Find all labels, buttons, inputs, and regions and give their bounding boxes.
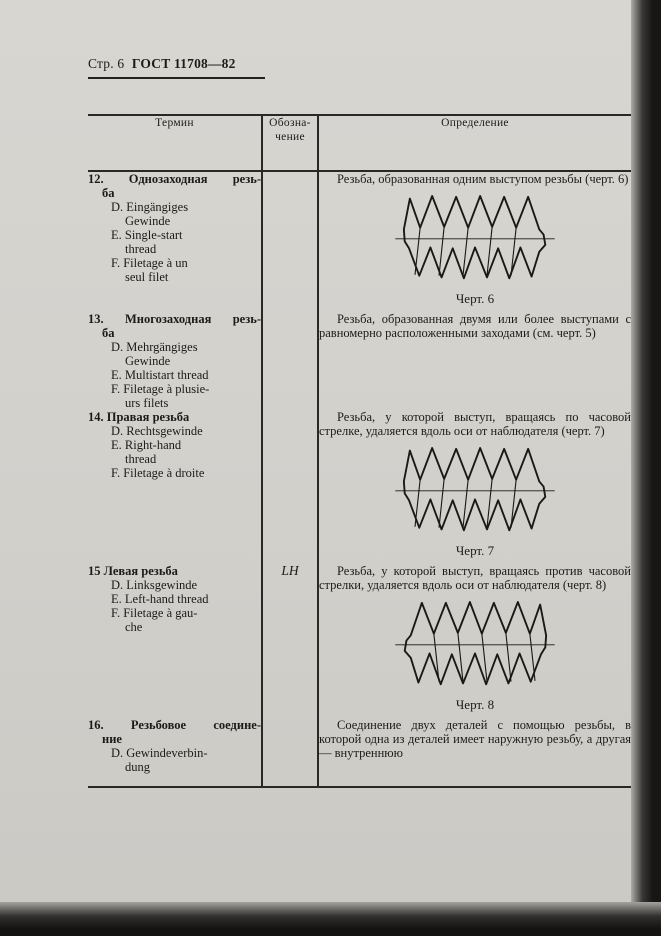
term-english-continued: thread xyxy=(125,452,157,466)
term-german: D. Eingängiges xyxy=(111,200,189,214)
definition-cell: Резьба, у которой выступ, вращаясь проти… xyxy=(318,564,631,718)
term-title: 16. Резьбовое соедине- xyxy=(88,718,261,732)
term-french-continued: che xyxy=(125,620,143,634)
definition-text: Резьба, у которой выступ, вращаясь проти… xyxy=(319,564,631,592)
term-french: F. Filetage à plusie- xyxy=(111,382,210,396)
term-german: D. Gewindeverbin- xyxy=(111,746,208,760)
column-header-term: Термин xyxy=(88,115,263,172)
term-english-continued: thread xyxy=(125,242,157,256)
term-german-continued: Gewinde xyxy=(125,214,171,228)
column-header-definition: Определение xyxy=(318,115,631,172)
term-title-continued: ние xyxy=(102,732,122,746)
term-cell: 15 Левая резьба D. Linksgewinde E. Left-… xyxy=(88,564,263,718)
standard-number: ГОСТ 11708—82 xyxy=(131,56,236,71)
definition-cell: Резьба, у которой выступ, вращаясь по ча… xyxy=(318,410,631,564)
figure-caption: Черт. 6 xyxy=(455,291,495,306)
definition-text: Резьба, у которой выступ, вращаясь по ча… xyxy=(319,410,631,438)
thread-profile-drawing xyxy=(394,195,556,280)
term-title: 15 Левая резьба xyxy=(88,564,178,578)
term-title: 12. Однозаходная резь- xyxy=(88,172,261,186)
term-title-continued: ба xyxy=(102,326,115,340)
designation-cell xyxy=(262,312,319,410)
term-german-continued: Gewinde xyxy=(125,354,171,368)
term-german: D. Linksgewinde xyxy=(111,578,198,592)
table-header-row: Термин Обозна- чение Определение xyxy=(88,115,631,172)
table-row-entry-14: 14. Правая резьба D. Rechtsgewinde E. Ri… xyxy=(88,410,631,564)
term-french: F. Filetage à un xyxy=(111,256,188,270)
term-english: E. Single-start xyxy=(111,228,183,242)
table-row-entry-12: 12. Однозаходная резь- ба D. Eingängiges… xyxy=(88,171,631,312)
term-french: F. Filetage à gau- xyxy=(111,606,198,620)
definition-text: Резьба, образованная двумя или более выс… xyxy=(319,312,631,340)
page-number: Стр. 6 xyxy=(88,56,125,71)
designation-cell xyxy=(262,410,319,564)
page-header: Стр. 6 ГОСТ 11708—82 xyxy=(88,56,265,79)
scan-edge-right xyxy=(631,0,661,936)
term-title: 13. Многозаходная резь- xyxy=(88,312,261,326)
definition-text: Соединение двух деталей с помощью резьбы… xyxy=(319,718,631,760)
term-french-continued: urs filets xyxy=(125,396,169,410)
designation-cell xyxy=(262,171,319,312)
definition-text: Резьба, образованная одним выступом резь… xyxy=(337,172,629,186)
designation-cell: LH xyxy=(262,564,319,718)
term-french: F. Filetage à droite xyxy=(111,466,205,480)
figure-caption: Черт. 7 xyxy=(455,543,495,558)
table-row-entry-15: 15 Левая резьба D. Linksgewinde E. Left-… xyxy=(88,564,631,718)
term-english: E. Right-hand xyxy=(111,438,182,452)
definition-cell: Резьба, образованная двумя или более выс… xyxy=(318,312,631,410)
designation-cell xyxy=(262,718,319,787)
column-header-designation: Обозна- чение xyxy=(262,115,319,172)
table-row-entry-16: 16. Резьбовое соедине- ние D. Gewindever… xyxy=(88,718,631,787)
term-english: E. Left-hand thread xyxy=(111,592,209,606)
term-title: 14. Правая резьба xyxy=(88,410,190,424)
designation-header-line1: Обозна- xyxy=(269,117,311,129)
term-german: D. Rechtsgewinde xyxy=(111,424,203,438)
figure-6: Черт. 6 xyxy=(385,190,565,306)
definition-cell: Соединение двух деталей с помощью резьбы… xyxy=(318,718,631,787)
term-german-continued: dung xyxy=(125,760,150,774)
term-english: E. Multistart thread xyxy=(111,368,209,382)
term-cell: 12. Однозаходная резь- ба D. Eingängiges… xyxy=(88,171,263,312)
figure-8: Черт. 8 xyxy=(385,596,565,712)
term-cell: 14. Правая резьба D. Rechtsgewinde E. Ri… xyxy=(88,410,263,564)
term-cell: 16. Резьбовое соедине- ние D. Gewindever… xyxy=(88,718,263,787)
term-french-continued: seul filet xyxy=(125,270,169,284)
designation-header-line2: чение xyxy=(275,131,305,143)
thread-profile-drawing xyxy=(394,601,556,686)
term-title-continued: ба xyxy=(102,186,115,200)
scan-edge-bottom xyxy=(0,902,661,936)
terminology-table: Термин Обозна- чение Определение 12. Одн… xyxy=(88,114,631,788)
table-row-entry-13: 13. Многозаходная резь- ба D. Mehrgängig… xyxy=(88,312,631,410)
figure-7: Черт. 7 xyxy=(385,442,565,558)
definition-cell: Резьба, образованная одним выступом резь… xyxy=(318,171,631,312)
thread-profile-drawing xyxy=(394,447,556,532)
term-cell: 13. Многозаходная резь- ба D. Mehrgängig… xyxy=(88,312,263,410)
term-german: D. Mehrgängiges xyxy=(111,340,198,354)
figure-caption: Черт. 8 xyxy=(455,697,495,712)
